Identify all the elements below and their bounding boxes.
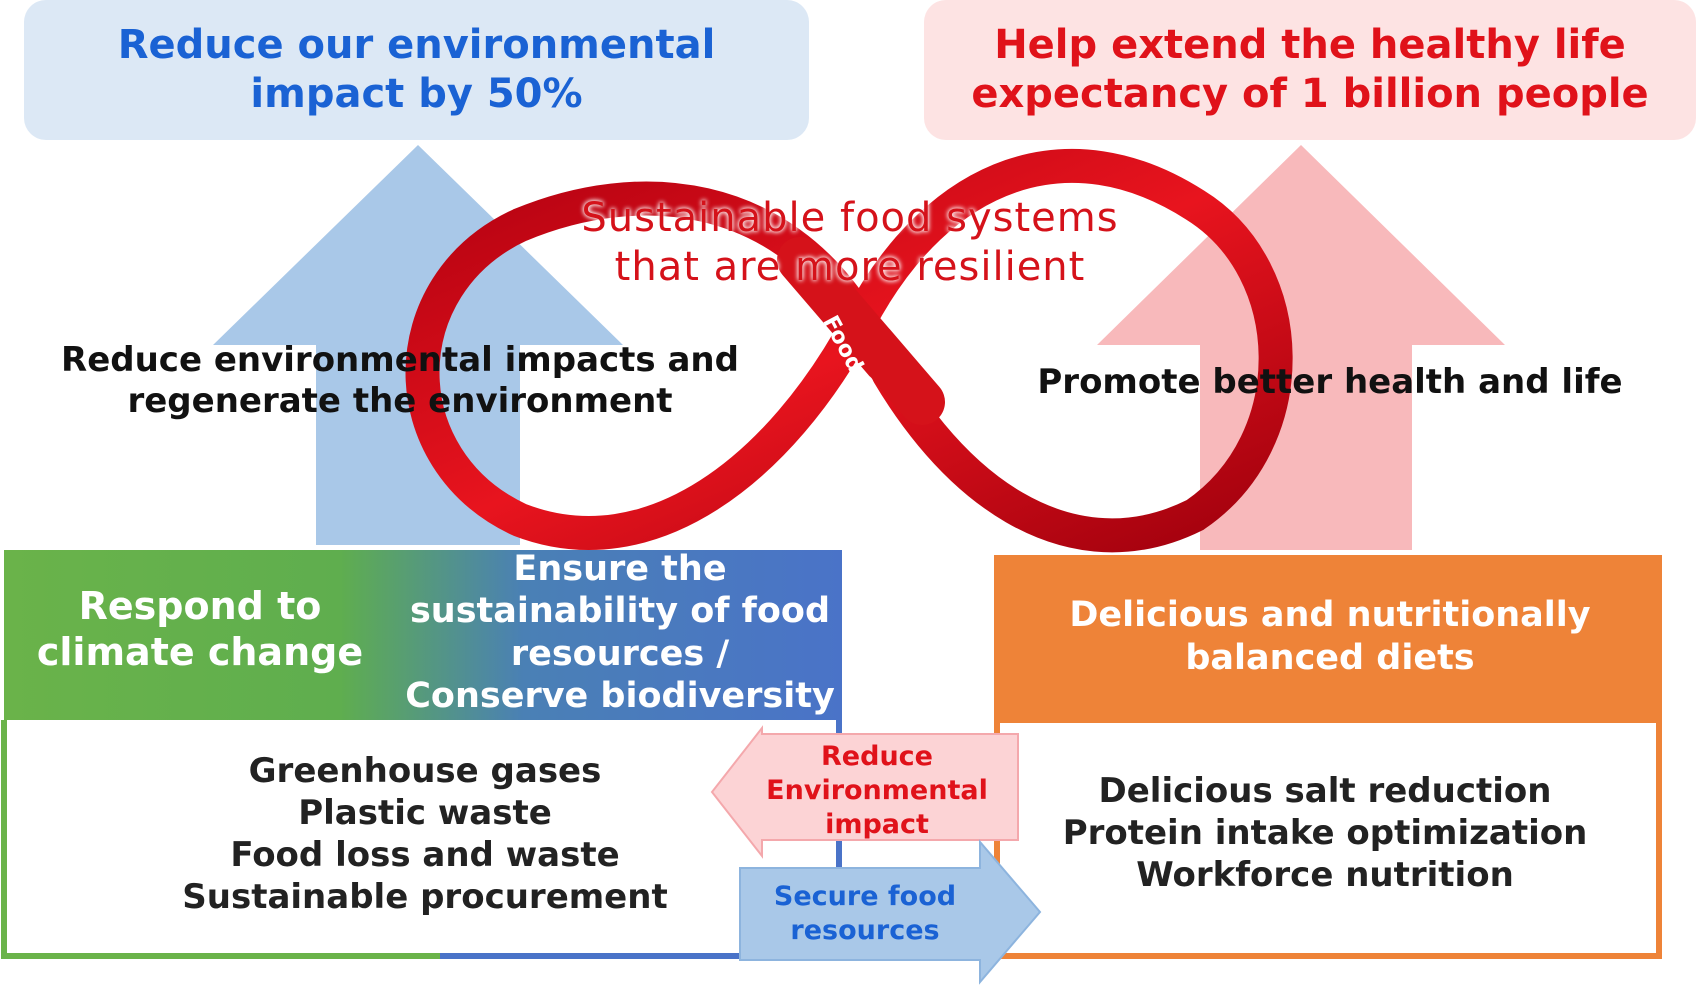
ribbon-caption-line1: Sustainable food systems (581, 195, 1119, 241)
diets-heading: Delicious and nutritionally balanced die… (1000, 594, 1660, 679)
resources-heading-line4: Conserve biodiversity (405, 676, 835, 717)
goal-health-title: Help extend the healthy life expectancy … (971, 22, 1649, 117)
climate-heading: Respond to climate change (20, 583, 380, 676)
resources-heading-line3: resources / (510, 633, 730, 674)
resources-heading-line1: Ensure the (513, 549, 727, 589)
resources-heading: Ensure the sustainability of food resour… (395, 548, 845, 717)
goal-environment-box: Reduce our environmental impact by 50% (24, 0, 809, 140)
list-item: Plastic waste (298, 793, 552, 834)
list-item: Sustainable procurement (182, 877, 668, 918)
goal-health-box: Help extend the healthy life expectancy … (924, 0, 1696, 140)
list-item: Protein intake optimization (1062, 813, 1588, 854)
environment-panel (10, 720, 836, 956)
secure-resources-label-line1: Secure food (773, 881, 957, 912)
list-item: Food loss and waste (230, 835, 620, 876)
reduce-impact-arrow (710, 725, 1019, 859)
list-item: Greenhouse gases (248, 751, 602, 791)
list-item: Workforce nutrition (1136, 855, 1514, 896)
reduce-impact-label-line1: Reduce (821, 741, 933, 772)
climate-heading-line2: climate change (36, 630, 364, 675)
food-system-ribbon (405, 148, 1293, 553)
right-arrow-label: Promote better health and life (1037, 362, 1623, 402)
list-item: Delicious salt reduction (1098, 771, 1552, 811)
goal-environment-title: Reduce our environmental impact by 50% (117, 22, 716, 117)
reduce-impact-label-line3: impact (825, 808, 929, 840)
secure-resources-label-line2: resources (790, 914, 940, 946)
ribbon-caption-line2: that are more resilient (614, 243, 1086, 290)
left-arrow-label-line1: Reduce environmental impacts and (61, 340, 739, 380)
reduce-impact-label: Reduce Environmental impact (752, 740, 1002, 841)
health-item-list: Delicious salt reduction Protein intake … (1030, 770, 1620, 896)
left-arrow-label: Reduce environmental impacts and regener… (40, 340, 760, 423)
climate-band (4, 550, 842, 720)
diets-band (994, 555, 1662, 720)
climate-heading-line1: Respond to (78, 584, 322, 628)
ribbon-caption: Sustainable food systems that are more r… (520, 194, 1180, 292)
secure-resources-label: Secure food resources (740, 880, 990, 948)
right-up-arrow (1097, 145, 1505, 550)
secure-resources-arrow (739, 839, 1042, 985)
environment-panel-border-green (1, 720, 440, 959)
resources-heading-line2: sustainability of food (409, 591, 831, 632)
diets-heading-line1: Delicious and nutritionally (1069, 595, 1591, 635)
diets-heading-line2: balanced diets (1185, 637, 1475, 678)
reduce-impact-label-line2: Environmental (766, 774, 988, 806)
environment-item-list: Greenhouse gases Plastic waste Food loss… (120, 750, 730, 919)
health-panel (994, 717, 1662, 959)
left-arrow-label-line2: regenerate the environment (127, 381, 673, 422)
